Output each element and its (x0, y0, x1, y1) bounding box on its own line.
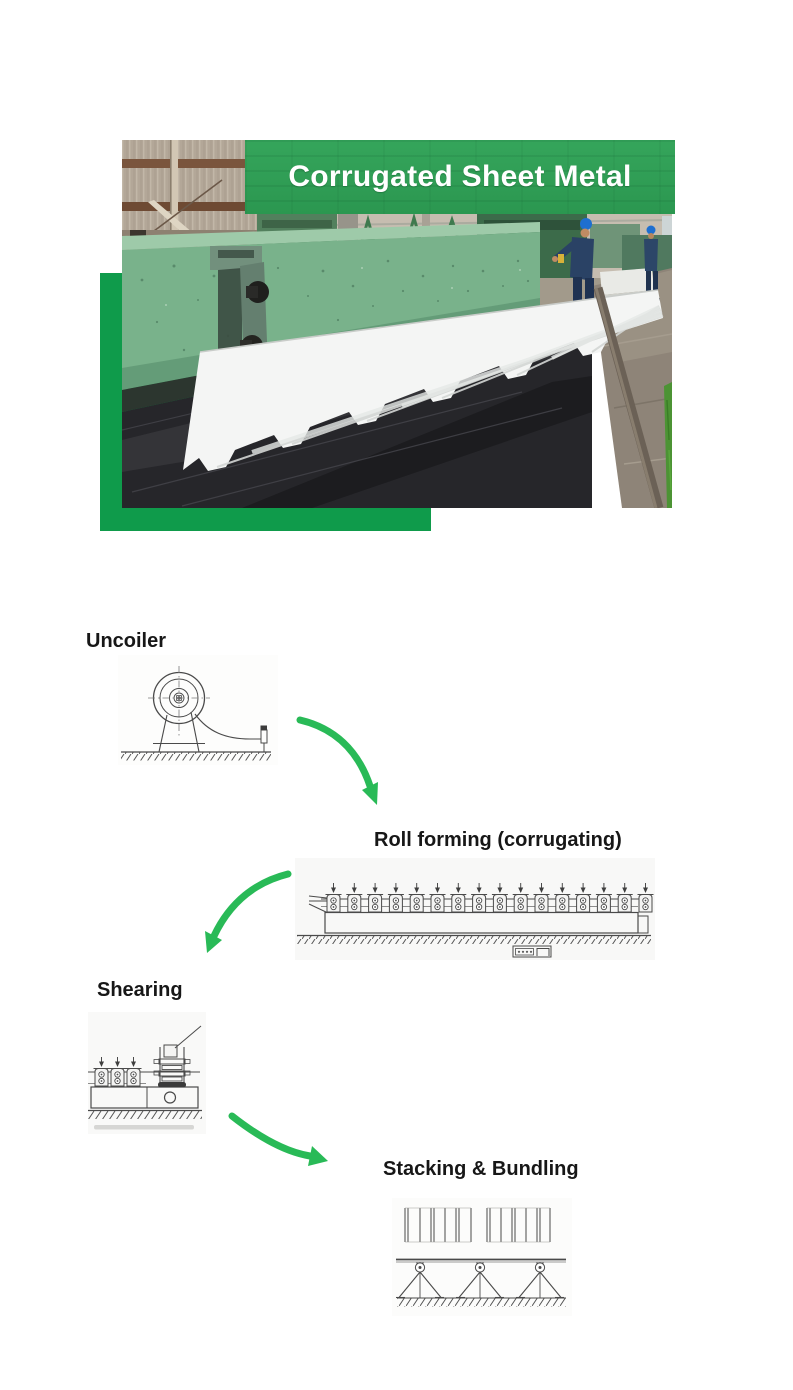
banner-title: Corrugated Sheet Metal (288, 160, 632, 193)
step-label-stacking-bundling: Stacking & Bundling (383, 1158, 579, 1180)
step-label-shearing: Shearing (97, 979, 183, 1001)
step-label-roll-forming: Roll forming (corrugating) (374, 829, 622, 851)
worker-foreground (552, 218, 596, 318)
curved-arrow-down-right-icon (296, 716, 378, 805)
white-corrugated-sheet (183, 289, 664, 471)
curved-arrow-down-left-icon (205, 870, 292, 953)
stacking-bundling-diagram (392, 1198, 572, 1316)
step-label-uncoiler: Uncoiler (86, 630, 167, 652)
roll-forming-diagram (295, 858, 655, 960)
title-banner: Corrugated Sheet Metal (245, 140, 675, 214)
uncoiler-diagram (118, 655, 278, 765)
sheet-stacks (404, 1208, 551, 1242)
conveyor-rail (593, 286, 664, 508)
wall-beam (122, 159, 257, 168)
curved-arrow-right-down-icon (228, 1112, 328, 1166)
shearing-diagram (88, 1012, 206, 1134)
